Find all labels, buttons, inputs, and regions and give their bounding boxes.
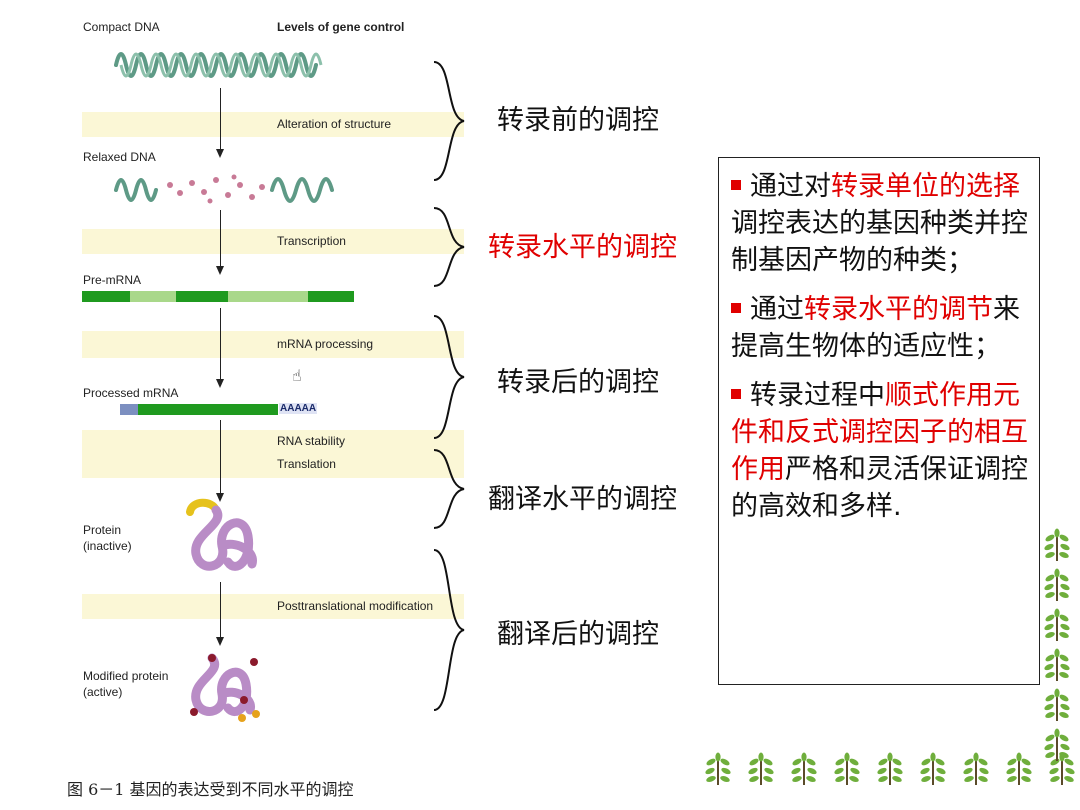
label-transcription: Transcription: [277, 234, 346, 248]
label-pre-mrna: Pre-mRNA: [83, 273, 142, 287]
arrow-5: [216, 582, 224, 646]
plant-icon: [748, 752, 774, 785]
band-transcription: [82, 229, 464, 254]
hand-cursor-icon: ☝: [292, 366, 302, 385]
intron-2: [228, 291, 308, 302]
protein-icon: [186, 498, 257, 571]
level-posttranslational: 翻译后的调控: [497, 619, 659, 650]
brace-1: [433, 61, 465, 181]
compact-dna-icon: [114, 52, 323, 78]
band-alteration: [82, 112, 464, 137]
plant-icon: [1049, 752, 1075, 785]
brace-2: [433, 207, 465, 287]
plant-icon: [1044, 528, 1070, 561]
label-processed-mrna: Processed mRNA: [83, 386, 179, 400]
band-stability-translation: [82, 430, 464, 478]
plant-icon: [791, 752, 817, 785]
brace-5: [433, 549, 465, 711]
bullet-icon: [731, 302, 741, 313]
label-modified-protein: Modified protein (active): [83, 669, 169, 699]
modified-protein-icon: [190, 653, 260, 722]
plant-icon: [1044, 568, 1070, 601]
five-prime-cap: [120, 404, 138, 415]
label-relaxed-dna: Relaxed DNA: [83, 150, 156, 164]
level-translational: 翻译水平的调控: [488, 484, 677, 515]
level-transcriptional: 转录水平的调控: [488, 232, 677, 263]
intron-1: [130, 291, 176, 302]
brace-3: [433, 315, 465, 439]
figure-caption: 图 6－1 基因的表达受到不同水平的调控: [67, 780, 354, 799]
relaxed-dna-icon: [114, 174, 334, 204]
label-mrna-processing: mRNA processing: [277, 337, 374, 351]
brace-4: [433, 449, 465, 529]
arrow-4: [216, 420, 224, 502]
label-protein: Protein (inactive): [83, 523, 132, 553]
arrow-2: [216, 210, 224, 275]
label-posttranslational: Posttranslational modification: [277, 599, 434, 613]
band-mrna-processing: [82, 331, 464, 358]
point-1: 通过对转录单位的选择调控表达的基因种类并控制基因产物的种类；: [731, 171, 1028, 276]
plant-icon: [834, 752, 860, 785]
exon-3: [308, 291, 354, 302]
plant-icon: [963, 752, 989, 785]
arrow-1: [216, 88, 224, 158]
poly-a-tail: AAAAA: [279, 403, 318, 414]
plant-icon: [1044, 608, 1070, 641]
bullet-icon: [731, 179, 741, 190]
level-pretranscriptional: 转录前的调控: [497, 105, 659, 136]
label-rna-stability: RNA stability: [277, 434, 346, 448]
exon-2: [176, 291, 228, 302]
plant-icon: [920, 752, 946, 785]
plant-icon: [1044, 648, 1070, 681]
arrow-3: [216, 308, 224, 388]
point-2: 通过转录水平的调节来提高生物体的适应性；: [731, 294, 1020, 362]
point-3: 转录过程中顺式作用元件和反式调控因子的相互作用严格和灵活保证调控的高效和多样.: [731, 380, 1028, 522]
label-alteration: Alteration of structure: [277, 117, 392, 131]
bullet-icon: [731, 388, 741, 399]
header-levels: Levels of gene control: [277, 20, 405, 34]
mature-mrna: [138, 404, 278, 415]
label-translation: Translation: [277, 457, 336, 471]
plant-icon: [1044, 688, 1070, 721]
plant-icon: [1006, 752, 1032, 785]
exon-1: [82, 291, 130, 302]
band-posttranslational: [82, 594, 464, 619]
explanation-box: 通过对转录单位的选择调控表达的基因种类并控制基因产物的种类； 通过转录水平的调节…: [718, 157, 1040, 685]
plant-icon: [1044, 728, 1070, 761]
header-compact-dna: Compact DNA: [83, 20, 160, 34]
plant-icon: [877, 752, 903, 785]
level-posttranscriptional: 转录后的调控: [497, 367, 659, 398]
plant-icon: [705, 752, 731, 785]
